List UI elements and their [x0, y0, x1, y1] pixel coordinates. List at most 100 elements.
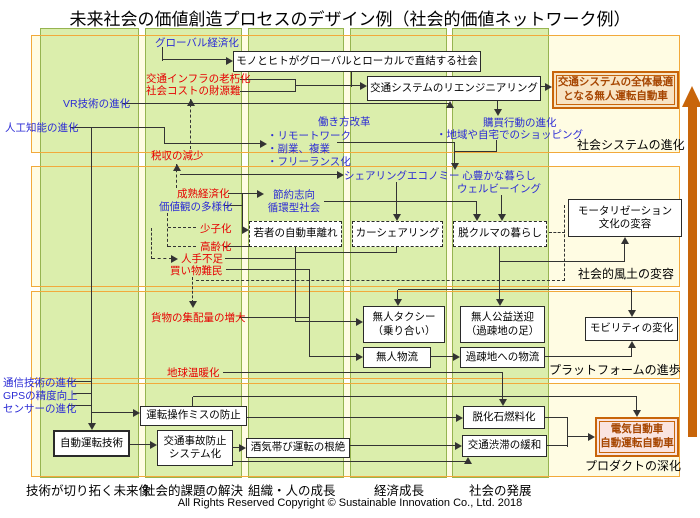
connector-segment-52 [396, 247, 398, 253]
label-low-birthrate: 少子化 [200, 223, 232, 235]
connector-segment-12 [70, 127, 165, 129]
arrowhead-19 [257, 189, 264, 198]
value-flow-up-arrow-head [682, 86, 700, 107]
arrowhead-1 [226, 56, 233, 65]
connector-segment-27 [636, 397, 638, 411]
arrowhead-23 [497, 214, 506, 221]
box-motorization: モータリゼーション文化の変容 [568, 199, 682, 237]
label-workstyle-title: 働き方改革 [318, 116, 371, 128]
connector-segment-50 [624, 243, 626, 262]
arrowhead-14 [632, 410, 641, 417]
connector-segment-34 [502, 373, 504, 401]
connector-segment-59 [310, 356, 357, 358]
connector-segment-20 [130, 444, 151, 446]
connector-segment-18 [68, 405, 92, 407]
connector-segment-55 [225, 258, 296, 260]
box-transport-reengineering: 交通システムのリエンジニアリング [367, 76, 541, 101]
arrowhead-6 [172, 164, 181, 171]
connector-segment-44 [454, 143, 456, 166]
connector-segment-6 [296, 85, 361, 87]
connector-segment-24 [247, 417, 457, 419]
arrowhead-34 [627, 341, 636, 348]
connector-segment-47 [497, 101, 499, 111]
box-rural-logistics: 過疎地への物流 [460, 347, 545, 368]
connector-segment-60 [239, 317, 310, 319]
highlight-box-optimal-transport: 交通システムの全体最適となる無人運転自動車 [552, 71, 679, 109]
side-label-social-climate: 社会的風土の変容 [578, 267, 675, 281]
arrowhead-31 [171, 254, 178, 263]
value-flow-up-arrow [688, 106, 697, 437]
connector-segment-32 [568, 436, 589, 438]
connector-segment-38 [224, 205, 243, 207]
side-label-platform: プラットフォームの進歩 [549, 363, 681, 377]
label-labor-shortage: 人手不足 [181, 253, 223, 265]
connector-segment-2 [163, 59, 227, 61]
label-thrift: 節約志向循環型社会 [267, 189, 321, 214]
box-unmanned-logistics: 無人物流 [363, 347, 431, 368]
label-mature-economy: 成熟経済化 [177, 188, 230, 200]
arrowhead-2 [360, 81, 367, 90]
connector-segment-7 [351, 72, 353, 87]
arrowhead-12 [463, 457, 472, 464]
col-label-social-issues: 社会的課題の解決 [143, 484, 244, 498]
connector-segment-9 [122, 103, 450, 105]
dashed-box-carsharing: カーシェアリング [352, 221, 443, 247]
box-public-transport: 無人公益送迎（過疎地の足） [460, 306, 545, 343]
label-sensor: センサーの進化 [3, 403, 77, 415]
label-telecom: 通信技術の進化 [3, 377, 77, 389]
connector-segment-45 [496, 140, 498, 152]
copyright-text: All Rights Reserved Copyright © Sustaina… [177, 497, 523, 509]
connector-segment-8 [541, 86, 547, 88]
arrowhead-18 [337, 170, 344, 179]
label-wellbeing: 心豊かな暮らしウェルビーイング [457, 170, 541, 195]
connector-segment-54 [296, 321, 357, 323]
connector-segment-14 [164, 128, 166, 144]
connector-segment-17 [73, 393, 92, 395]
connector-segment-22 [233, 461, 468, 463]
connector-segment-31 [567, 418, 569, 447]
connector-segment-48 [499, 247, 501, 302]
arrowhead-29 [356, 352, 363, 361]
connector-segment-41 [396, 182, 398, 216]
label-global-warming: 地球温暖化 [167, 367, 220, 379]
connector-segment-53 [296, 252, 397, 254]
connector-segment-13 [91, 128, 93, 426]
connector-segment-5 [295, 80, 297, 92]
arrowhead-27 [620, 237, 629, 244]
arrowhead-25 [493, 109, 502, 116]
connector-segment-37 [242, 194, 244, 230]
dashed-box-car-free-living: 脱クルマの暮らし [453, 221, 547, 247]
label-workstyle-items: ・リモートワーク・副業、複業・フリーランス化 [267, 130, 351, 168]
col-label-social-development: 社会の発展 [469, 484, 532, 498]
arrowhead-22 [392, 214, 401, 221]
arrowhead-16 [588, 432, 595, 441]
dashed-box-youth-car-departure: 若者の自動車離れ [249, 221, 342, 247]
label-values-diversify: 価値観の多様化 [159, 201, 233, 213]
connector-segment-70 [398, 289, 632, 291]
col-label-future-tech: 技術が切り拓く未来像 [26, 484, 152, 498]
connector-segment-26 [192, 397, 194, 406]
arrowhead-32 [393, 299, 402, 306]
connector-segment-10 [190, 99, 192, 149]
label-global-economy: グローバル経済化 [155, 37, 239, 49]
connector-segment-40 [476, 202, 478, 216]
connector-segment-75 [431, 356, 454, 358]
box-accident-prevention: 交通事故防止システム化 [157, 430, 233, 466]
connector-segment-72 [631, 290, 633, 312]
label-infra-aging: 交通インフラの老朽化社会コストの財源難 [146, 73, 251, 97]
label-sharing-economy: シェアリングエコノミー [344, 170, 460, 182]
box-unmanned-taxi: 無人タクシー（乗り合い） [363, 306, 445, 343]
label-gps: GPSの精度向上 [3, 390, 78, 402]
connector-segment-35 [180, 174, 338, 176]
arrowhead-11 [239, 443, 246, 452]
connector-segment-65 [167, 213, 169, 247]
arrowhead-13 [456, 413, 463, 422]
connector-segment-73 [545, 356, 632, 358]
connector-segment-49 [500, 261, 625, 263]
arrowhead-7 [87, 423, 96, 430]
arrowhead-10 [150, 440, 157, 449]
arrowhead-21 [472, 214, 481, 221]
label-tax-decline: 税収の減少 [151, 150, 204, 162]
label-purchase-sub: ・地域や自宅でのショッピング [436, 129, 583, 141]
